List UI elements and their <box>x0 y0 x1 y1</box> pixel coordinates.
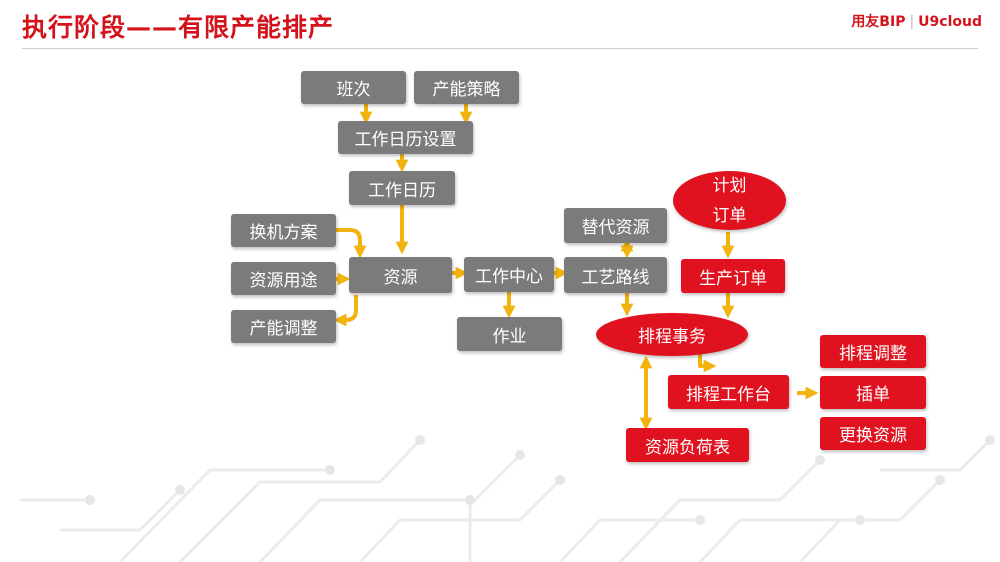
planned-order-line1: 计划 <box>712 175 747 196</box>
node-work-center: 工作中心 <box>464 257 554 292</box>
node-work-calendar: 工作日历 <box>349 171 455 205</box>
page-title: 执行阶段——有限产能排产 <box>22 13 335 42</box>
node-operation: 作业 <box>457 317 562 351</box>
header-divider <box>22 48 978 49</box>
logo-main-text: 用友BIP <box>851 14 906 30</box>
arrow-changeover-to-resource <box>336 228 367 259</box>
node-scheduling-task: 排程事务 <box>596 313 748 356</box>
node-resource-load-table: 资源负荷表 <box>626 428 749 462</box>
logo-divider: | <box>909 14 915 30</box>
node-alternative-resource: 替代资源 <box>564 208 667 243</box>
logo-secondary-text: U9cloud <box>918 14 982 30</box>
node-work-calendar-setting: 工作日历设置 <box>338 121 473 154</box>
node-planned-order: 计划 订单 <box>673 171 786 230</box>
node-schedule-adjustment: 排程调整 <box>820 335 926 368</box>
planned-order-line2: 订单 <box>712 205 747 226</box>
brand-logo: 用友BIP|U9cloud <box>851 11 982 31</box>
node-changeover-plan: 换机方案 <box>231 214 336 247</box>
arrow-scheduling-to-workbench <box>698 352 717 373</box>
node-shift: 班次 <box>301 71 406 104</box>
node-capacity-strategy: 产能策略 <box>414 71 519 104</box>
node-scheduling-workbench: 排程工作台 <box>668 375 789 409</box>
node-insert-order: 插单 <box>820 376 926 409</box>
arrow-resource-to-capacity-adjust <box>333 295 358 327</box>
node-routing: 工艺路线 <box>564 257 667 293</box>
node-production-order: 生产订单 <box>681 259 785 293</box>
node-resource: 资源 <box>349 257 452 293</box>
node-replace-resource: 更换资源 <box>820 417 926 450</box>
node-capacity-adjustment: 产能调整 <box>231 310 336 343</box>
node-resource-usage: 资源用途 <box>231 262 336 295</box>
